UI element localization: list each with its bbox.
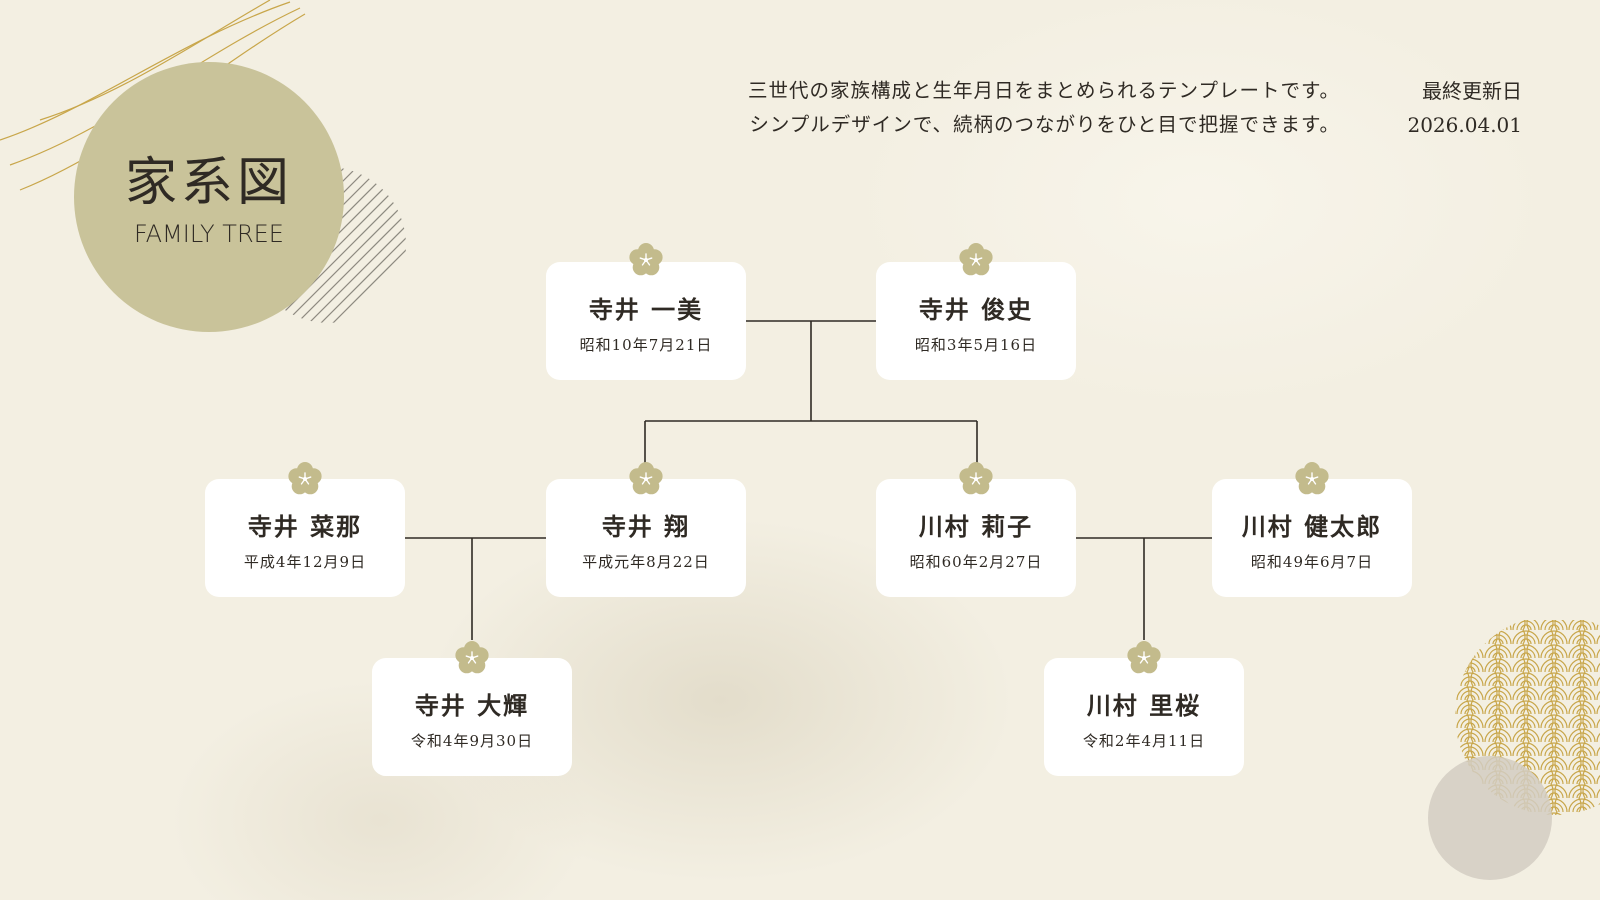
last-updated: 最終更新日 2026.04.01 bbox=[1407, 74, 1522, 142]
member-card: 寺井 大輝 令和4年9月30日 bbox=[372, 658, 572, 776]
member-name: 寺井 俊史 bbox=[918, 295, 1034, 324]
member-birthdate: 令和2年4月11日 bbox=[1082, 732, 1206, 750]
member-card: 川村 健太郎 昭和49年6月7日 bbox=[1212, 479, 1412, 597]
member-birthdate: 平成元年8月22日 bbox=[582, 553, 710, 571]
page-subtitle: FAMILY TREE bbox=[134, 220, 284, 248]
member-name: 川村 里桜 bbox=[1086, 691, 1202, 720]
member-card: 寺井 菜那 平成4年12月9日 bbox=[205, 479, 405, 597]
plum-blossom-icon bbox=[1294, 461, 1330, 495]
member-name: 寺井 翔 bbox=[601, 512, 691, 541]
page-title: 家系図 bbox=[124, 153, 293, 213]
plum-blossom-icon bbox=[958, 242, 994, 276]
description-line-1: 三世代の家族構成と生年月日をまとめられるテンプレートです。 bbox=[748, 79, 1340, 102]
title-circle bbox=[74, 62, 344, 332]
updated-date: 2026.04.01 bbox=[1407, 113, 1522, 137]
member-name: 寺井 大輝 bbox=[414, 691, 530, 720]
plum-blossom-icon bbox=[628, 242, 664, 276]
member-name: 寺井 菜那 bbox=[247, 512, 363, 541]
plum-blossom-icon bbox=[287, 461, 323, 495]
member-birthdate: 昭和60年2月27日 bbox=[909, 553, 1043, 571]
member-card: 寺井 一美 昭和10年7月21日 bbox=[546, 262, 746, 380]
member-name: 寺井 一美 bbox=[588, 295, 704, 324]
description: 三世代の家族構成と生年月日をまとめられるテンプレートです。 シンプルデザインで、… bbox=[748, 74, 1340, 142]
plum-blossom-icon bbox=[628, 461, 664, 495]
member-birthdate: 昭和49年6月7日 bbox=[1250, 553, 1374, 571]
member-birthdate: 昭和10年7月21日 bbox=[579, 336, 713, 354]
updated-label: 最終更新日 bbox=[1422, 79, 1522, 103]
parent-child-line-grandparents bbox=[644, 321, 978, 480]
plum-blossom-icon bbox=[454, 640, 490, 674]
description-line-2: シンプルデザインで、続柄のつながりをひと目で把握できます。 bbox=[749, 113, 1340, 136]
member-birthdate: 令和4年9月30日 bbox=[410, 732, 534, 750]
member-birthdate: 昭和3年5月16日 bbox=[914, 336, 1038, 354]
member-card: 寺井 俊史 昭和3年5月16日 bbox=[876, 262, 1076, 380]
member-card: 川村 里桜 令和2年4月11日 bbox=[1044, 658, 1244, 776]
plum-blossom-icon bbox=[958, 461, 994, 495]
member-card: 川村 莉子 昭和60年2月27日 bbox=[876, 479, 1076, 597]
member-birthdate: 平成4年12月9日 bbox=[243, 553, 367, 571]
member-card: 寺井 翔 平成元年8月22日 bbox=[546, 479, 746, 597]
member-name: 川村 莉子 bbox=[918, 512, 1034, 541]
member-name: 川村 健太郎 bbox=[1241, 512, 1383, 541]
plum-blossom-icon bbox=[1126, 640, 1162, 674]
